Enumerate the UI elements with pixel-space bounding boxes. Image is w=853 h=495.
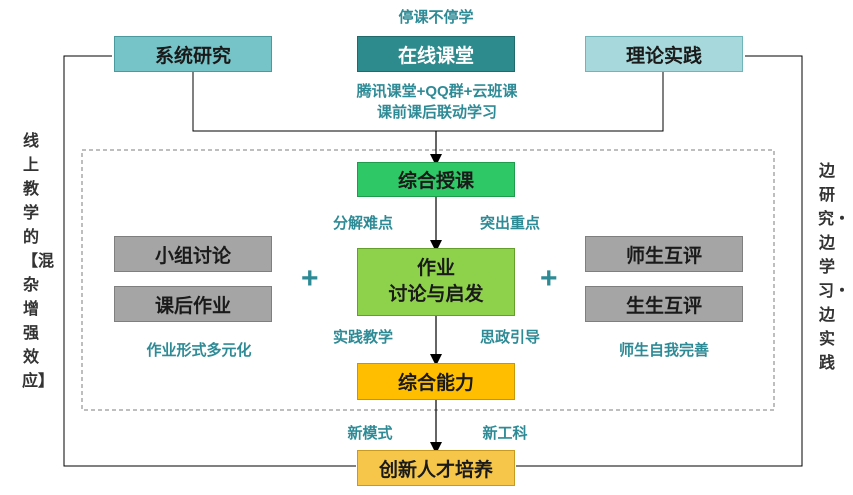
box-group-discussion: 小组讨论 <box>114 236 272 272</box>
plus-icon-left: + <box>301 262 319 295</box>
box-homework-discussion: 作业 讨论与启发 <box>357 248 515 316</box>
label-new-engineering: 新工科 <box>482 425 528 442</box>
label-break-down-difficulties: 分解难点 <box>332 215 393 232</box>
label-highlight-key-points: 突出重点 <box>479 215 540 232</box>
homework-box-line1: 作业 <box>416 258 455 279</box>
caption-self-improvement: 师生自我完善 <box>618 342 709 359</box>
plus-icon-right: + <box>540 262 558 295</box>
box-theory-practice: 理论实践 <box>585 36 743 72</box>
label-new-mode: 新模式 <box>347 425 393 442</box>
label-ideological-guidance: 思政引导 <box>479 329 540 346</box>
homework-box-line2: 讨论与启发 <box>388 284 484 305</box>
box-online-classroom: 在线课堂 <box>357 36 515 72</box>
top-join-line <box>192 72 664 132</box>
caption-diversified-homework: 作业形式多元化 <box>146 342 252 359</box>
box-innovative-talent-cultivation: 创新人才培养 <box>357 450 515 486</box>
outer-left-bracket <box>63 55 356 467</box>
middle-dashed-frame <box>81 149 775 411</box>
right-vertical-label: 边研究・边学习・边实践 <box>818 163 851 372</box>
left-vertical-label: 线上教学的【混杂增强效应】 <box>22 133 55 390</box>
box-system-research: 系统研究 <box>114 36 272 72</box>
box-after-class-homework: 课后作业 <box>114 286 272 322</box>
linkage-caption: 课前课后联动学习 <box>376 104 497 121</box>
top-caption: 停课不停学 <box>398 9 474 26</box>
box-comprehensive-teaching: 综合授课 <box>357 162 515 197</box>
outer-right-bracket <box>516 55 803 467</box>
platform-caption: 腾讯课堂+QQ群+云班课 <box>356 83 518 100</box>
label-practical-teaching: 实践教学 <box>332 329 393 346</box>
box-comprehensive-ability: 综合能力 <box>357 363 515 400</box>
box-peer-review: 生生互评 <box>585 286 743 322</box>
box-teacher-student-review: 师生互评 <box>585 236 743 272</box>
